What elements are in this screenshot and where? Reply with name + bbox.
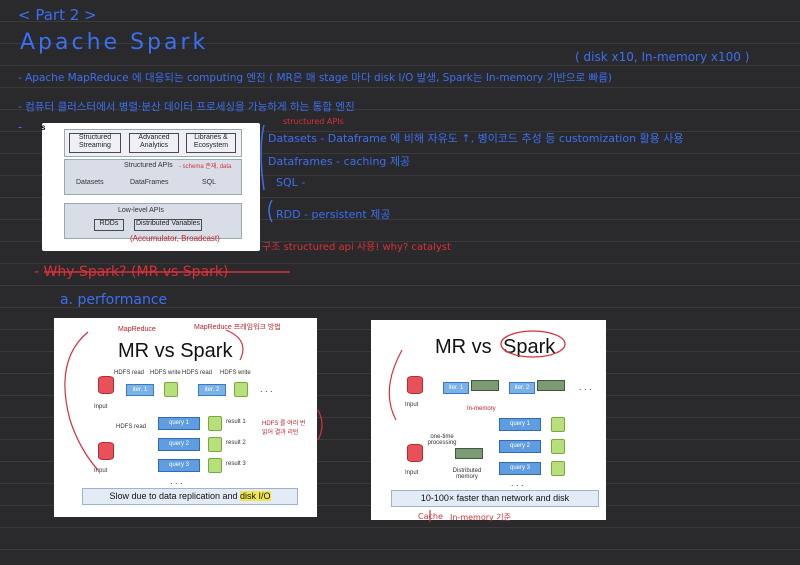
spark-input-disk-top xyxy=(407,376,423,394)
input-label-top: Input xyxy=(94,404,108,410)
input-disk-top xyxy=(98,376,114,394)
mr-banner: Slow due to data replication and disk I/… xyxy=(82,488,298,505)
spark-right-annotation: In-memory 기준 xyxy=(450,513,512,522)
dash-marker: - xyxy=(18,120,23,134)
hdfs-read-label-2: HDFS read xyxy=(182,370,213,376)
schema-annotation: - schema 존재, data xyxy=(179,164,232,170)
mr-stage-disk-1 xyxy=(164,382,178,397)
corner-letter: s xyxy=(41,123,46,132)
slide-mr-title: MR vs Spark xyxy=(118,340,233,362)
datasets-note: Datasets - Dataframe 에 비해 자유도 ↑, 병이코드 추성… xyxy=(268,132,684,145)
page-title: Apache Spark xyxy=(20,30,209,55)
slide-spark-title-mr: MR vs xyxy=(435,336,492,358)
mr-stage-disk-2 xyxy=(234,382,248,397)
libraries-box: Libraries & Ecosystem xyxy=(186,133,236,153)
hdfs-write-label-1: HDFS write xyxy=(150,370,181,376)
mapreduce-annotation: MapReduce xyxy=(118,326,156,333)
one-time-processing-label: one-time processing xyxy=(427,434,457,446)
spark-ram-1 xyxy=(471,380,499,391)
input-label-bottom: Input xyxy=(94,468,108,474)
spark-query-3: query 3 xyxy=(499,462,541,475)
spark-result-2 xyxy=(551,439,565,454)
side-note-speed: ( disk x10, In-memory x100 ) xyxy=(575,50,750,64)
spark-distributed-ram xyxy=(455,448,483,459)
mapreduce-top-annotation: MapReduce 프레임워크 방법 xyxy=(194,324,281,331)
structured-apis-band xyxy=(64,159,242,195)
structured-apis-label: Structured APIs xyxy=(124,162,173,169)
mr-iter-2: iter. 2 xyxy=(198,384,226,396)
mr-query-1: query 1 xyxy=(158,417,200,430)
mr-query-3: query 3 xyxy=(158,459,200,472)
structured-api-note: 구조 structured api 사용! why? catalyst xyxy=(262,242,451,253)
spark-ram-2 xyxy=(537,380,565,391)
spark-iter-2: iter. 2 xyxy=(509,382,535,394)
accumulator-note: (Accumulator, Broadcast) xyxy=(130,234,220,243)
spark-banner: 10-100× faster than network and disk xyxy=(391,490,599,507)
sql-label: SQL xyxy=(202,179,217,186)
distributed-memory-label: Distributed memory xyxy=(452,468,482,480)
hdfs-read-label-3: HDFS read xyxy=(116,424,147,430)
hdfs-read-label: HDFS read xyxy=(114,370,145,376)
mr-banner-highlight: disk I/O xyxy=(240,491,271,501)
mr-result-disk-1 xyxy=(208,416,222,431)
slide-spark: MR vs Spark Input iter. 1 iter. 2 . . . … xyxy=(371,320,606,520)
dataframes-note: Dataframes - caching 제공 xyxy=(268,155,411,168)
datasets-label: Datasets xyxy=(76,179,104,186)
mr-ellipsis-top: . . . xyxy=(260,384,273,394)
performance-heading: a. performance xyxy=(60,292,168,308)
rdd-note: RDD - persistent 제공 xyxy=(276,208,391,221)
spark-input-label-bottom: Input xyxy=(405,470,419,476)
spark-stack-diagram: s Structured Streaming Advanced Analytic… xyxy=(41,123,260,251)
spark-ellipsis-top: . . . xyxy=(579,382,592,392)
hdfs-write-label-2: HDFS write xyxy=(220,370,251,376)
spark-ellipsis-bottom: . . . xyxy=(511,478,524,488)
structured-apis-handwritten: structured APIs xyxy=(283,117,344,126)
structured-streaming-box: Structured Streaming xyxy=(69,133,121,153)
distributed-variables-box: Distributed Variables xyxy=(134,219,202,231)
spark-iter-1: iter. 1 xyxy=(443,382,469,394)
lowlevel-band xyxy=(64,203,242,239)
advanced-analytics-box: Advanced Analytics xyxy=(129,133,179,153)
input-disk-bottom xyxy=(98,442,114,460)
spark-query-2: query 2 xyxy=(499,440,541,453)
mr-banner-text: Slow due to data replication and xyxy=(109,491,241,501)
spark-result-3 xyxy=(551,461,565,476)
mr-result-disk-2 xyxy=(208,437,222,452)
lowlevel-label: Low-level APIs xyxy=(118,207,164,214)
mr-iter-1: iter. 1 xyxy=(126,384,154,396)
slide-mr-vs-spark: MR vs Spark MapReduce MapReduce 프레임워크 방법… xyxy=(54,318,317,517)
slide-spark-title-spark: Spark xyxy=(503,336,556,358)
mr-query-2: query 2 xyxy=(158,438,200,451)
spark-input-label-top: Input xyxy=(405,402,419,408)
mr-result-2: result 2 xyxy=(226,440,246,446)
mr-ellipsis-bottom: . . . xyxy=(170,476,183,486)
mr-result-3: result 3 xyxy=(226,461,246,467)
note-line-1: - Apache MapReduce 에 대응되는 computing 엔진 (… xyxy=(18,72,612,84)
inmemory-annotation: In-memory xyxy=(467,406,496,412)
sql-note: SQL - xyxy=(276,176,306,189)
mr-result-disk-3 xyxy=(208,458,222,473)
part-heading: < Part 2 > xyxy=(18,6,97,24)
spark-query-1: query 1 xyxy=(499,418,541,431)
mr-side-annotation: HDFS 를 여러 번 읽어 결과 리턴 xyxy=(262,421,306,436)
note-line-2: - 컴퓨터 클러스터에서 병렬·분산 데이터 프로세싱을 가능하게 하는 통합 … xyxy=(18,101,355,113)
spark-input-disk-bottom xyxy=(407,444,423,462)
rdds-box: RDDs xyxy=(94,219,124,231)
mr-result-1: result 1 xyxy=(226,419,246,425)
spark-result-1 xyxy=(551,417,565,432)
dataframes-label: DataFrames xyxy=(130,179,169,186)
